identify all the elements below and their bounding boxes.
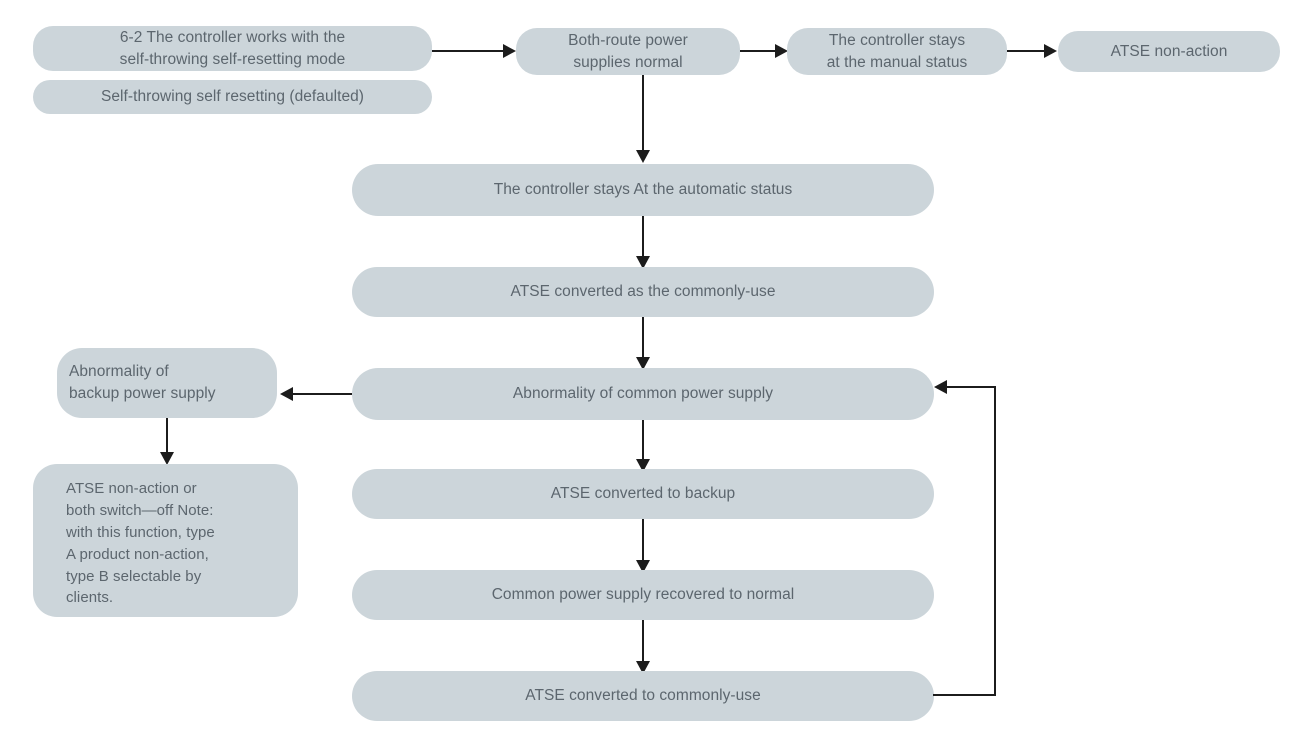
arrowhead-abnormality-common-to-converted-backup [636, 459, 650, 472]
node-converted-to-backup[interactable]: ATSE converted to backup [352, 469, 934, 519]
node-both-route-normal[interactable]: Both-route power supplies normal [516, 28, 740, 75]
node-converted-as-commonly-use[interactable]: ATSE converted as the commonly-use [352, 267, 934, 317]
arrowhead-both-route-to-automatic-status [636, 150, 650, 163]
node-note-backup-non-action[interactable]: ATSE non-action or both switch—off Note:… [33, 464, 298, 617]
connector-manual-status-to-atse-non-action [1007, 50, 1049, 52]
connector-abnormality-backup-to-note [166, 418, 168, 456]
node-abnormality-common-power[interactable]: Abnormality of common power supply [352, 368, 934, 420]
arrowhead-converted-commonly-use-to-abnormality-common [636, 357, 650, 370]
connector-feedback-bottom-segment [933, 694, 996, 696]
arrowhead-abnormality-backup-to-note [160, 452, 174, 465]
arrowhead-mode-title-to-both-route [503, 44, 516, 58]
connector-abnormality-common-to-abnormality-backup [292, 393, 352, 395]
connector-converted-commonly-use-to-abnormality-common [642, 317, 644, 360]
arrowhead-feedback-to-abnormality-common [934, 380, 947, 394]
node-manual-status[interactable]: The controller stays at the manual statu… [787, 28, 1007, 75]
connector-mode-title-to-both-route [432, 50, 508, 52]
node-automatic-status[interactable]: The controller stays At the automatic st… [352, 164, 934, 216]
arrowhead-automatic-status-to-converted-commonly-use [636, 256, 650, 269]
node-abnormality-backup-power[interactable]: Abnormality of backup power supply [57, 348, 277, 418]
connector-automatic-status-to-converted-commonly-use [642, 216, 644, 259]
arrowhead-manual-status-to-atse-non-action [1044, 44, 1057, 58]
node-converted-to-commonly-use[interactable]: ATSE converted to commonly-use [352, 671, 934, 721]
arrowhead-abnormality-common-to-abnormality-backup [280, 387, 293, 401]
connector-both-route-to-automatic-status [642, 75, 644, 153]
connector-both-route-to-manual-status [740, 50, 780, 52]
connector-feedback-vertical-segment [994, 386, 996, 696]
connector-common-recovered-to-converted-commonly-use [642, 620, 644, 664]
node-atse-non-action[interactable]: ATSE non-action [1058, 31, 1280, 72]
node-mode-title[interactable]: 6-2 The controller works with the self-t… [33, 26, 432, 71]
connector-feedback-top-segment [947, 386, 996, 388]
connector-abnormality-common-to-converted-backup [642, 420, 644, 462]
arrowhead-both-route-to-manual-status [775, 44, 788, 58]
node-common-power-recovered[interactable]: Common power supply recovered to normal [352, 570, 934, 620]
arrowhead-converted-backup-to-common-recovered [636, 560, 650, 573]
arrowhead-common-recovered-to-converted-commonly-use [636, 661, 650, 674]
node-mode-default[interactable]: Self-throwing self resetting (defaulted) [33, 80, 432, 114]
connector-converted-backup-to-common-recovered [642, 519, 644, 563]
